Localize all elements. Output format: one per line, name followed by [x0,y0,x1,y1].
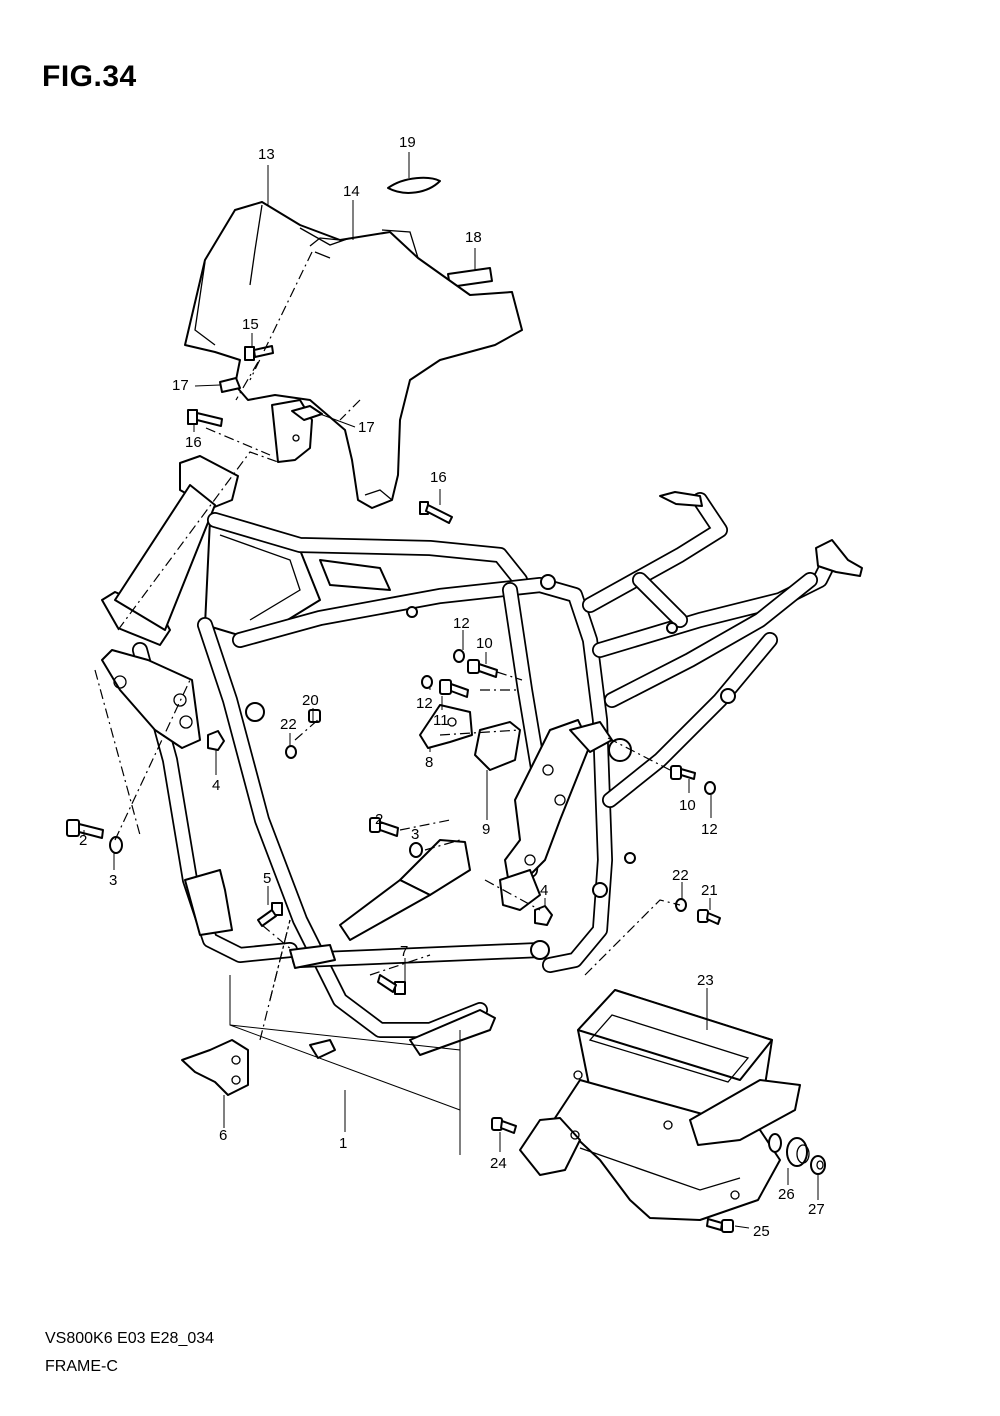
callout-26: 26 [778,1186,795,1203]
callout-17-left: 17 [172,377,189,394]
callout-12-a: 12 [453,615,470,632]
part-12-nut-a[interactable] [453,649,465,663]
callout-5: 5 [263,870,271,887]
part-22-washer-left[interactable] [285,745,297,759]
callout-1: 1 [339,1135,347,1152]
part-25-bolt[interactable] [706,1218,734,1233]
model-code: VS800K6 E03 E28_034 [45,1330,215,1347]
callout-13: 13 [258,146,275,163]
callout-24: 24 [490,1155,507,1172]
part-11-bolt[interactable] [439,679,469,698]
callout-18: 18 [465,229,482,246]
part-6-bracket[interactable] [181,1039,249,1096]
part-8-bracket[interactable] [419,704,473,749]
part-23-battery-box[interactable] [519,989,801,1221]
part-13-frame-cover[interactable] [184,201,523,509]
part-16-bolt-lower[interactable] [419,501,453,524]
callout-2-left: 2 [79,832,87,849]
grommet-ring [768,1133,782,1153]
part-17-clip-right[interactable] [291,405,323,421]
callout-22-right: 22 [672,867,689,884]
part-2-bolt-left[interactable] [66,819,104,839]
callout-3-left: 3 [109,872,117,889]
callout-21: 21 [701,882,718,899]
callout-labels: 13 14 19 18 15 17 16 17 16 12 10 12 11 2… [79,134,825,1240]
callout-10-b: 10 [679,797,696,814]
part-17-clip-left[interactable] [219,377,241,393]
part-1-leader-bracket [229,975,461,1155]
callout-4-right: 4 [540,882,548,899]
callout-15: 15 [242,316,259,333]
callout-20: 20 [302,692,319,709]
callout-4-left: 4 [212,777,220,794]
part-2-bolt-middle[interactable] [369,817,399,837]
callout-11: 11 [433,712,449,729]
part-19-emblem[interactable] [387,176,441,194]
part-10-bolt-right[interactable] [670,765,696,780]
part-16-bolt-upper[interactable] [187,409,223,427]
callout-8: 8 [425,754,433,771]
part-3-washer-left[interactable] [109,836,123,854]
part-12-nut-b[interactable] [421,675,433,689]
part-12-nut-c[interactable] [704,781,716,795]
callout-23: 23 [697,972,714,989]
part-27-collar[interactable] [810,1155,826,1175]
part-5-bolt[interactable] [257,902,283,927]
callout-25: 25 [753,1223,770,1240]
part-22-washer-right[interactable] [675,898,687,912]
part-14-cover-inner[interactable] [309,237,341,259]
callout-16-left: 16 [185,434,202,451]
part-24-bolt[interactable] [491,1117,517,1134]
callout-12-c: 12 [701,821,718,838]
section-name: FRAME-C [45,1358,118,1375]
left-mount-plate [101,649,233,936]
callout-6: 6 [219,1127,227,1144]
callout-16-right: 16 [430,469,447,486]
part-4-nut-left[interactable] [207,730,225,751]
assembly-lines [94,251,681,1041]
callout-14: 14 [343,183,360,200]
part-7-bolt[interactable] [377,974,406,995]
callout-22-left: 22 [280,716,297,733]
figure-title: FIG.34 [42,60,137,93]
callout-27: 27 [808,1201,825,1218]
callout-17-right: 17 [358,419,375,436]
part-20-bolt[interactable] [308,709,321,723]
callout-12-b: 12 [416,695,433,712]
callout-3-middle: 3 [411,826,419,843]
part-15-screw[interactable] [244,345,274,361]
part-10-bolt-upper[interactable] [467,659,498,678]
part-21-bolt[interactable] [697,909,721,925]
callout-7: 7 [400,943,408,960]
part-9-bracket[interactable] [474,721,521,771]
leader-lines [83,152,819,1229]
callout-9: 9 [482,821,490,838]
part-4-nut-right[interactable] [534,905,553,926]
part-3-washer-middle[interactable] [409,842,423,858]
callout-19: 19 [399,134,416,151]
part-26-grommet[interactable] [786,1137,810,1167]
callout-10-a: 10 [476,635,493,652]
callout-2-middle: 2 [375,811,383,828]
